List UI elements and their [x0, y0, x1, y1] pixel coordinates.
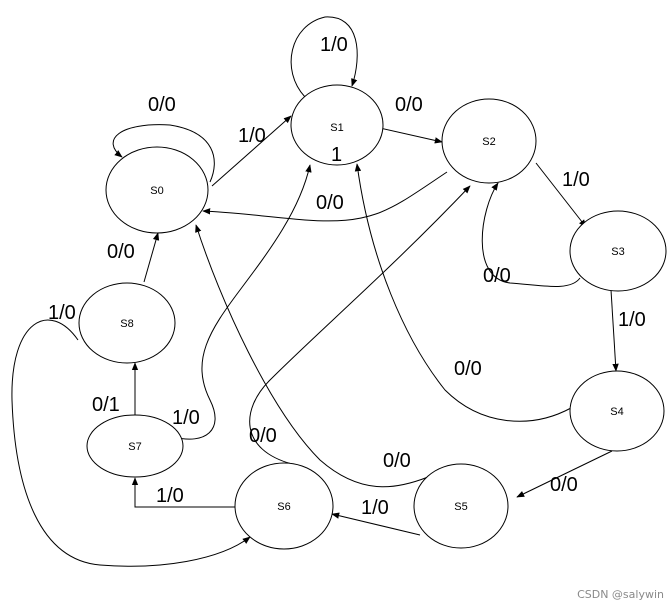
edge-s5-s0	[195, 224, 429, 488]
edge-label-s1-s2: 0/0	[395, 94, 423, 116]
edge-s3-s4	[610, 289, 619, 372]
edge-s2-s3	[535, 162, 587, 228]
edge-label-s8-s6: 1/0	[48, 302, 76, 324]
edge-s5-s6	[331, 512, 421, 536]
edge-label-s3-s2: 0/0	[483, 265, 511, 287]
state-s2-label: S2	[482, 136, 495, 148]
state-s4-label: S4	[610, 406, 623, 418]
state-s1-label: S1	[330, 122, 343, 134]
state-s5-label: S5	[454, 501, 467, 513]
edge-s1-s2	[379, 127, 443, 144]
edge-s6-s2	[249, 185, 471, 465]
state-s5: S5	[413, 463, 509, 549]
edge-s0-s0	[112, 124, 215, 183]
state-s6: S6	[234, 462, 334, 550]
state-s7-label: S7	[128, 441, 141, 453]
edge-label-s0-s0: 0/0	[148, 94, 176, 116]
edge-label-s6-s2: 0/0	[249, 425, 277, 447]
edge-s2-s0	[202, 171, 448, 222]
edge-s0-s1	[211, 115, 292, 187]
edge-s6-s7	[131, 477, 235, 508]
edge-label-s7-s1: 1/0	[172, 407, 200, 429]
state-s8-label: S8	[120, 318, 133, 330]
edge-label-s7-s8: 0/1	[92, 394, 120, 416]
state-s3-label: S3	[611, 246, 624, 258]
edge-s1-s1	[290, 16, 358, 98]
edge-s4-s1	[354, 163, 572, 422]
edge-s8-s0	[143, 232, 160, 283]
state-s0: S0	[105, 146, 209, 234]
edge-label-s0-s1: 1/0	[238, 125, 266, 147]
edge-label-s2-s3: 1/0	[562, 169, 590, 191]
edge-label-s4-s1: 0/0	[454, 358, 482, 380]
edge-label-s4-s5: 0/0	[550, 474, 578, 496]
edge-s7-s1	[173, 164, 312, 440]
edge-label-s5-s6: 1/0	[361, 497, 389, 519]
state-s8: S8	[78, 282, 176, 364]
edge-label-s3-s4: 1/0	[618, 309, 646, 331]
edge-s4-s5	[516, 450, 613, 498]
state-s3: S3	[569, 210, 667, 292]
edge-label-s8-s0: 0/0	[107, 241, 135, 263]
state-s7: S7	[86, 414, 184, 478]
state-s0-label: S0	[150, 185, 163, 197]
state-s4: S4	[569, 370, 665, 452]
edge-label-s1-s1: 1/0	[320, 34, 348, 56]
edge-label-s5-s0: 0/0	[383, 450, 411, 472]
watermark: CSDN @salywin	[577, 588, 664, 601]
edge-s3-s2	[481, 182, 581, 288]
edge-label-s6-s7: 1/0	[156, 485, 184, 507]
edge-label-s2-s0: 0/0	[316, 192, 344, 214]
state-s1: S1	[290, 84, 384, 166]
state-s2: S2	[441, 98, 537, 184]
extra-label-s1: 1	[331, 144, 342, 166]
edge-s8-s6	[11, 319, 251, 567]
state-s6-label: S6	[277, 501, 290, 513]
